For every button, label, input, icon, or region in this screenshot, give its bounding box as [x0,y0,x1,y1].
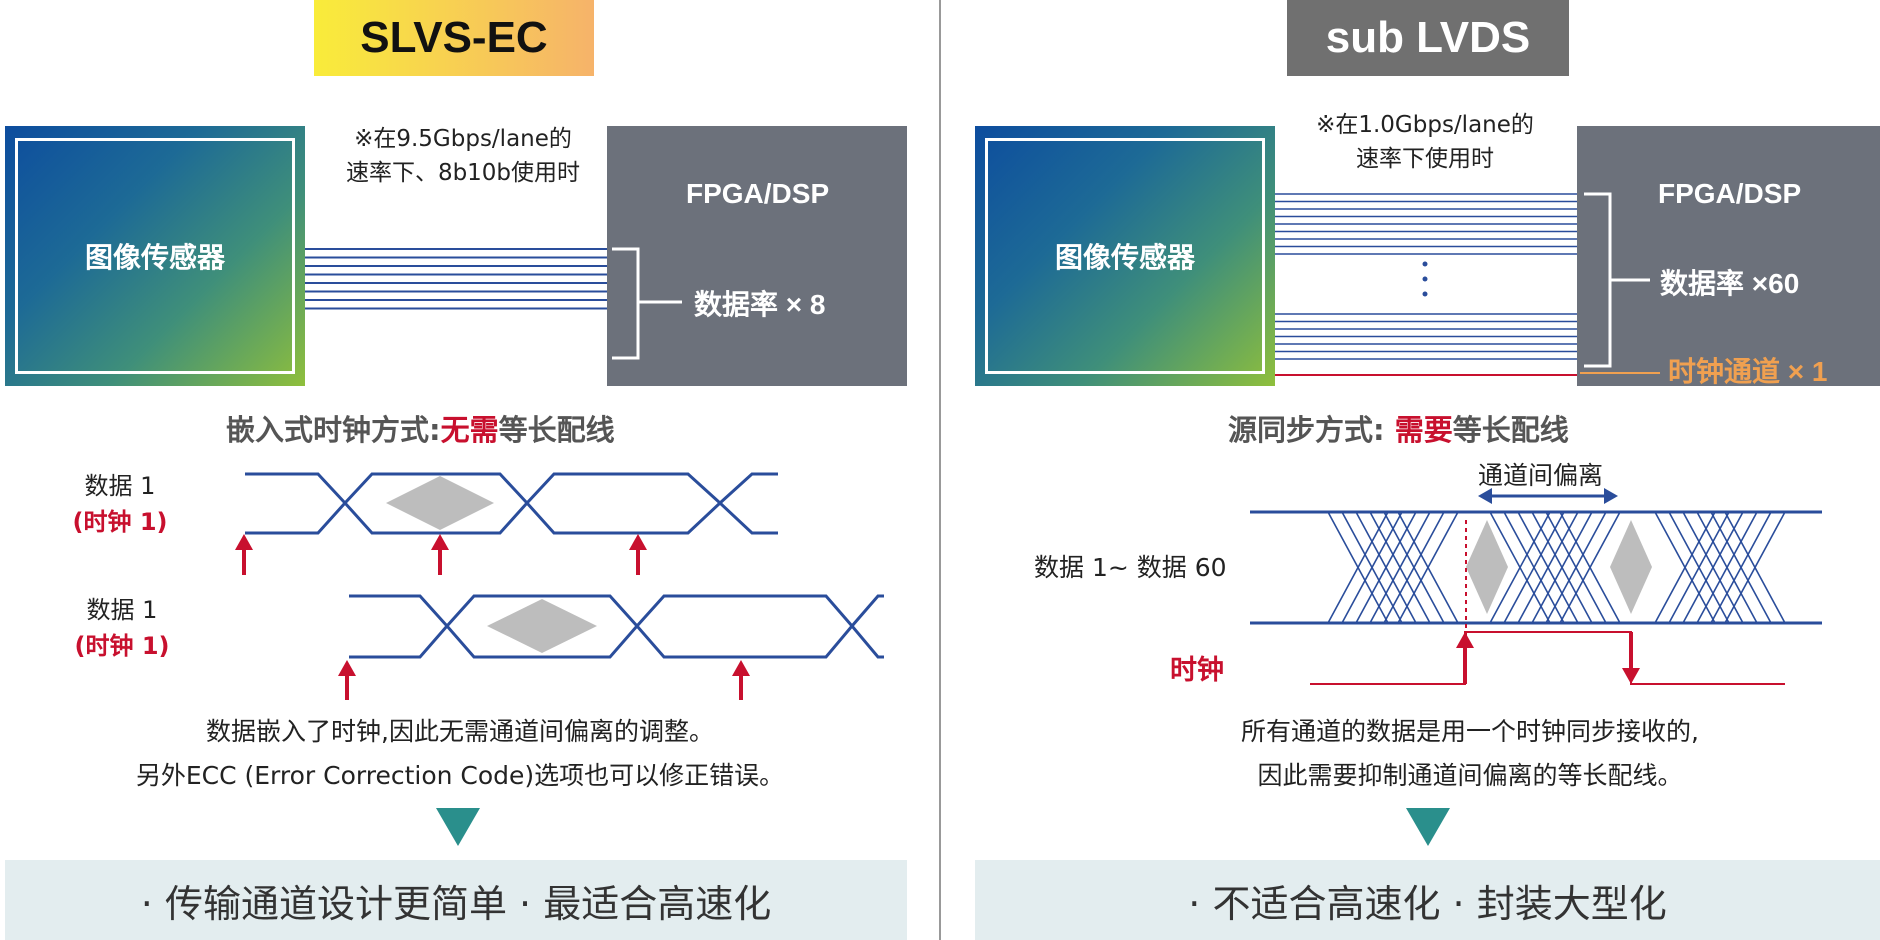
left-note-line2: 速率下、8b10b使用时 [345,160,581,186]
left-eye2-arrow2-head [732,660,750,676]
skew-arrow-right-head [1604,488,1618,504]
left-subtitle-suffix: 等长配线 [498,413,615,447]
right-bracket [1584,192,1612,368]
right-fpga-label: FPGA/DSP [1658,178,1802,209]
skew-arrow-left-head [1478,488,1492,504]
right-bundle2-fall [1489,511,1551,624]
left-down-arrow [436,808,480,846]
right-clock-wave [1310,631,1785,685]
right-bundle1-fall [1341,511,1403,624]
left-eye2-trace-b [349,594,884,659]
right-bundle2-fall [1503,511,1565,624]
left-data-rate: 数据率 × 8 [694,289,826,320]
left-eye1-arrow2-head [431,534,449,550]
left-eye2-diamond [487,599,597,653]
right-clock-fall-arrow-head [1622,668,1640,684]
right-bundle1-fall [1383,511,1445,624]
right-desc-line2: 因此需要抑制通道间偏离的等长配线。 [1257,761,1683,790]
left-eye1-arrow1-head [235,534,253,550]
right-subtitle: 源同步方式: 需要等长配线 [1228,407,1569,449]
right-data-rate: 数据率 ×60 [1660,268,1800,299]
skew-label: 通道间偏离 [1478,461,1604,490]
left-signal1-label: 数据 1 (时钟 1) [60,468,180,540]
right-clock-label: 时钟 [1170,655,1224,686]
left-sensor-label: 图像传感器 [15,138,295,374]
right-bundle3-fall [1696,511,1758,624]
right-image-sensor: 图像传感器 [975,126,1275,386]
right-fpga-box [1577,126,1880,386]
right-eye-diamond1 [1466,520,1508,614]
right-note-line2: 速率下使用时 [1356,146,1494,172]
right-description: 所有通道的数据是用一个时钟同步接收的, 因此需要抑制通道间偏离的等长配线。 [1120,710,1820,798]
slvs-ec-title: SLVS-EC [314,0,594,76]
left-eye2-arrow1-head [338,660,356,676]
right-clock-rise-arrow-head [1456,632,1474,648]
right-subtitle-suffix: 等长配线 [1452,413,1569,447]
right-lane-ellipsis-dot [1422,276,1428,282]
left-signal2-label: 数据 1 (时钟 1) [62,592,182,664]
right-bundle3-fall [1682,511,1744,624]
left-note-line1: ※在9.5Gbps/lane的 [354,126,572,152]
right-bundle1-fall [1397,511,1459,624]
right-conclusion: · 不适合高速化 · 封装大型化 [975,860,1880,940]
right-bundle2-fall [1517,511,1579,624]
left-signal2-clock: (时钟 1) [74,632,170,660]
right-note-line1: ※在1.0Gbps/lane的 [1316,112,1534,138]
left-signal2-data: 数据 1 [86,596,158,624]
left-fpga-box [607,126,907,386]
right-bundle3-fall [1724,511,1786,624]
left-signal1-data: 数据 1 [84,472,156,500]
right-bundle2-fall [1545,511,1607,624]
right-sensor-label: 图像传感器 [985,138,1265,374]
right-rate-note: ※在1.0Gbps/lane的 速率下使用时 [1300,108,1550,176]
left-eye1-trace-b [245,472,778,535]
right-desc-line1: 所有通道的数据是用一个时钟同步接收的, [1241,717,1699,746]
left-rate-note: ※在9.5Gbps/lane的 速率下、8b10b使用时 [318,122,608,190]
right-bundle1-fall [1355,511,1417,624]
left-eye1-arrow3-head [629,534,647,550]
right-subtitle-prefix: 源同步方式: [1228,413,1395,447]
right-lane-ellipsis-dot [1422,291,1428,297]
right-bundle3-fall [1668,511,1730,624]
left-subtitle-prefix: 嵌入式时钟方式: [226,413,441,447]
right-bundle3-fall [1654,511,1716,624]
panel-divider [939,0,941,940]
right-subtitle-highlight: 需要 [1394,413,1453,447]
right-bundle2-fall [1559,511,1621,624]
right-bundle1-fall [1327,511,1389,624]
left-bracket [612,247,640,360]
right-eye-diamond2 [1610,520,1652,614]
left-subtitle-highlight: 无需 [440,413,499,447]
left-conclusion: · 传输通道设计更简单 · 最适合高速化 [5,860,907,940]
right-bundle1-fall [1369,511,1431,624]
left-description: 数据嵌入了时钟,因此无需通道间偏离的调整。 另外ECC (Error Corre… [80,710,840,798]
left-signal1-clock: (时钟 1) [72,508,168,536]
right-clock-channel: 时钟通道 × 1 [1668,356,1828,387]
right-bundle3-fall [1710,511,1772,624]
left-eye1-diamond [386,476,494,530]
left-desc-line2: 另外ECC (Error Correction Code)选项也可以修正错误。 [135,761,785,790]
right-data-label: 数据 1~ 数据 60 [1034,553,1227,582]
left-fpga-label: FPGA/DSP [686,178,830,209]
right-down-arrow [1406,808,1450,846]
left-desc-line1: 数据嵌入了时钟,因此无需通道间偏离的调整。 [206,717,714,746]
sub-lvds-title: sub LVDS [1287,0,1569,76]
left-subtitle: 嵌入式时钟方式:无需等长配线 [226,407,615,449]
right-lane-ellipsis-dot [1422,261,1428,267]
right-bundle2-fall [1531,511,1593,624]
left-image-sensor: 图像传感器 [5,126,305,386]
